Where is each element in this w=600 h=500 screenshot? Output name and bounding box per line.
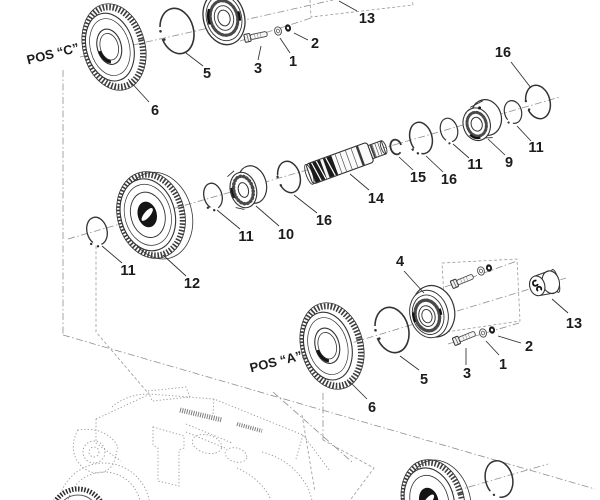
bolt-3-pos-a-upper (449, 274, 474, 289)
spline-detail (179, 407, 223, 423)
snap-ring-16-mid (408, 121, 434, 155)
pos-c-label: POS “C” (25, 40, 81, 67)
washer-1-pos-c (274, 26, 282, 36)
callout-mid-16a: 16 (316, 213, 332, 229)
washer-1-pos-a-upper (477, 266, 485, 276)
callout-mid-15: 15 (410, 170, 426, 186)
gear-bottom (400, 459, 472, 500)
cap-13 (528, 268, 561, 297)
callout-top-5: 5 (203, 66, 211, 82)
washer-2-pos-a-upper (485, 264, 493, 272)
callout-a-2: 2 (525, 339, 533, 355)
leader-lines (101, 0, 569, 400)
washer-2-pos-a-lower (488, 326, 496, 334)
callout-mid-11d: 11 (528, 140, 543, 156)
snap-ring-11-left (86, 216, 108, 248)
callout-a-4: 4 (396, 254, 404, 270)
bolt-3-pos-c (243, 31, 268, 43)
callout-mid-16c: 16 (495, 45, 511, 61)
snap-ring-16-left (276, 160, 302, 194)
shaft-14 (304, 140, 388, 185)
snap-ring-16-right (524, 84, 552, 120)
callout-mid-14: 14 (368, 191, 384, 207)
ring-15 (389, 138, 403, 156)
callout-mid-11c: 11 (467, 157, 482, 173)
snap-ring-11-mid (203, 182, 223, 212)
callout-mid-11b: 11 (238, 229, 253, 245)
callout-mid-12: 12 (184, 276, 200, 292)
bearing-10 (227, 165, 268, 210)
snap-ring-5-pos-a (374, 306, 410, 354)
housing-outline (53, 386, 331, 500)
callout-a-6: 6 (368, 400, 376, 416)
bolt-3-pos-a-lower (451, 331, 476, 346)
callout-top-6: 6 (151, 103, 159, 119)
gear-12 (116, 171, 194, 260)
bearing-pos-c (202, 0, 246, 46)
callout-a-3: 3 (463, 366, 471, 382)
callout-a-1: 1 (499, 357, 507, 373)
callout-top-13: 13 (359, 11, 375, 27)
snap-ring-bottom (484, 460, 514, 498)
callout-a-13: 13 (566, 316, 582, 332)
callout-top-2: 2 (311, 36, 319, 52)
washer-1-pos-a-lower (479, 328, 487, 338)
snap-ring-11-right-2 (503, 100, 523, 124)
callout-labels: 6 5 3 1 2 13 11 12 11 10 16 14 15 16 11 … (120, 11, 582, 416)
gear-6-pos-c (81, 3, 147, 91)
bearing-4 (409, 284, 456, 339)
spline-detail-2 (236, 422, 263, 433)
callout-mid-9: 9 (505, 155, 513, 171)
housing-gear-rim (63, 494, 93, 500)
snap-ring-5-pos-c (159, 7, 195, 55)
gear-6-pos-a (299, 302, 365, 390)
callout-a-5: 5 (420, 372, 428, 388)
bearing-9 (462, 99, 503, 142)
callout-top-1: 1 (289, 54, 297, 70)
callout-mid-10: 10 (278, 227, 294, 243)
washer-2-pos-c (284, 24, 292, 32)
pos-a-label: POS “A” (248, 348, 304, 375)
callout-mid-16b: 16 (441, 172, 457, 188)
callout-mid-11a: 11 (120, 263, 135, 279)
callout-top-3: 3 (254, 61, 262, 77)
